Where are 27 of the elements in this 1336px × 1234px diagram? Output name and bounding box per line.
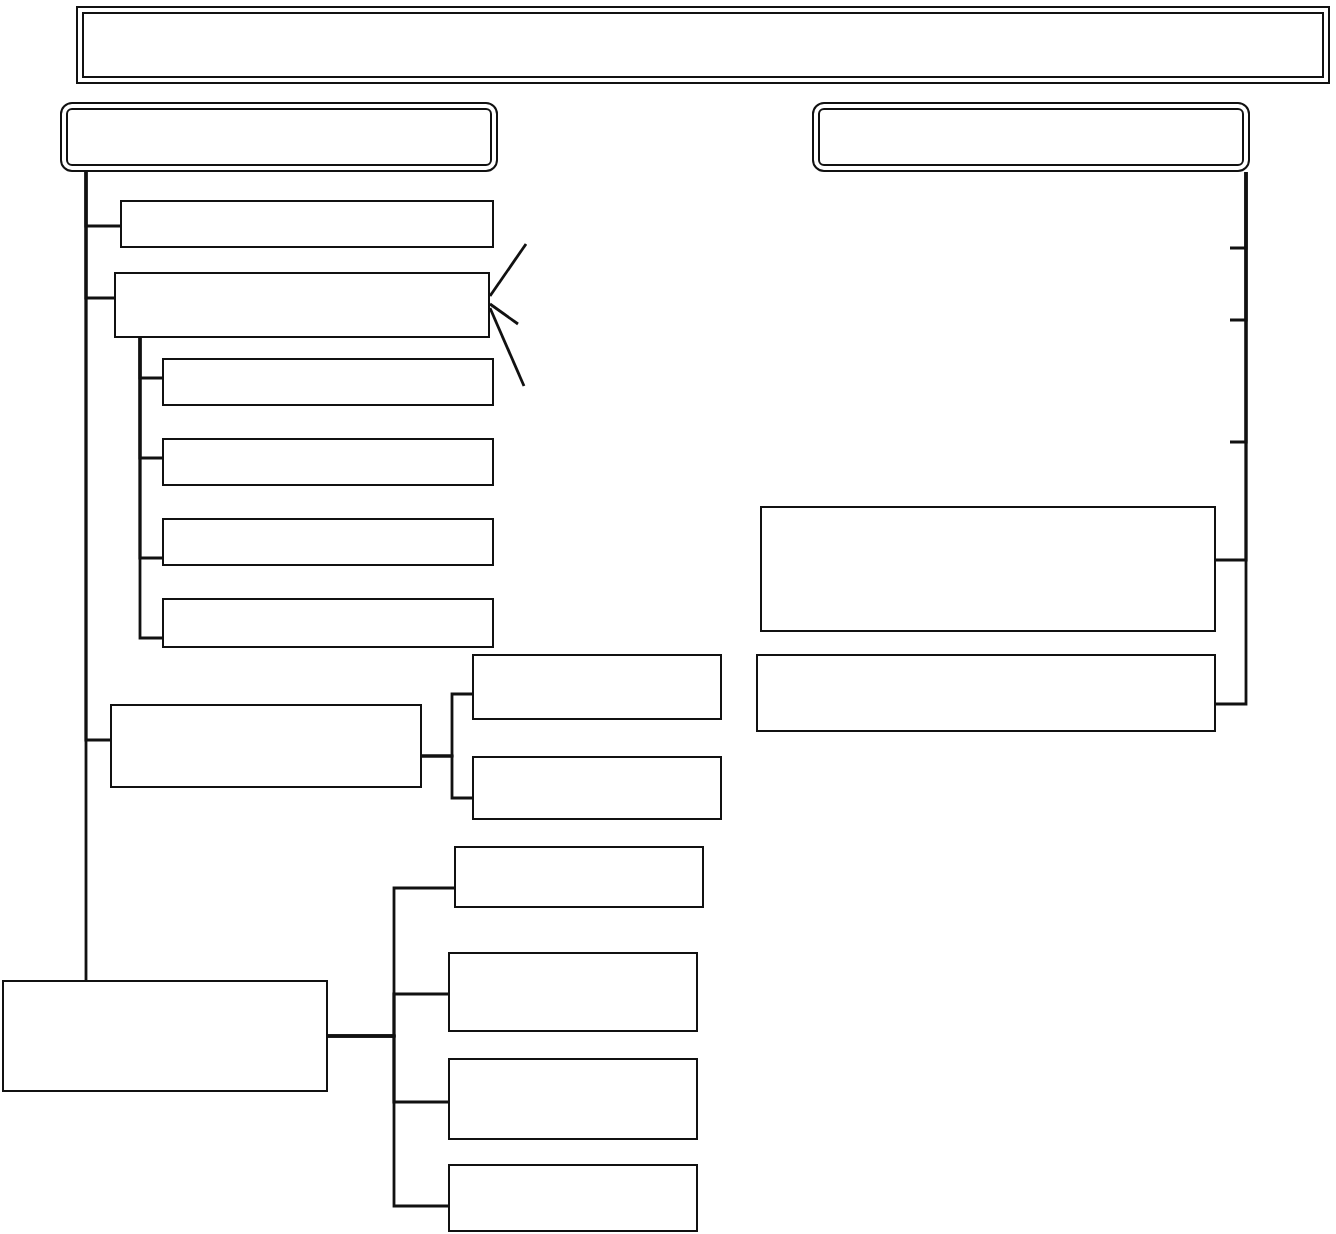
empty-box <box>120 200 494 248</box>
leader-line <box>488 243 528 298</box>
empty-box <box>162 598 494 648</box>
empty-box <box>448 1164 698 1232</box>
empty-box <box>472 654 722 720</box>
empty-box <box>472 756 722 820</box>
leader-line <box>488 302 519 326</box>
empty-box <box>760 506 1216 632</box>
empty-box <box>114 272 490 338</box>
header-box <box>812 102 1250 172</box>
empty-box <box>162 358 494 406</box>
empty-box <box>162 518 494 566</box>
empty-box <box>454 846 704 908</box>
empty-box <box>756 654 1216 732</box>
connector-line <box>138 338 162 640</box>
connector-line <box>1216 172 1248 706</box>
empty-box <box>448 1058 698 1140</box>
connector-line <box>84 172 88 980</box>
empty-box <box>110 704 422 788</box>
title-banner <box>76 6 1330 84</box>
empty-box <box>2 980 328 1092</box>
header-box <box>60 102 498 172</box>
empty-box <box>448 952 698 1032</box>
leader-line <box>488 306 526 387</box>
connector-line <box>422 754 472 800</box>
empty-box <box>162 438 494 486</box>
connector-line <box>328 1034 448 1208</box>
